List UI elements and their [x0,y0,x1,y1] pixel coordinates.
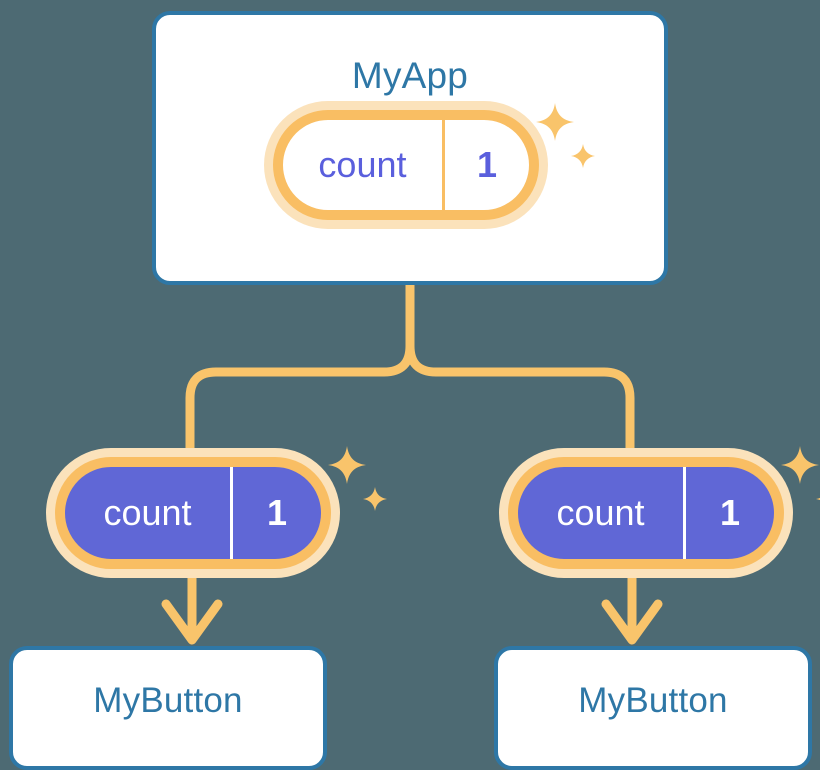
signal-pill-body[interactable]: count 1 [273,110,539,220]
signal-value: 1 [229,467,321,559]
component-card-mybutton-right[interactable]: MyButton [494,646,812,770]
sparkle-large-icon [328,446,366,484]
signal-name: count [556,492,645,533]
signal-pill-body[interactable]: count 1 [55,457,331,569]
arrow-head-right [601,599,663,645]
sparkle-small-icon [363,487,387,511]
sparkle-small-icon [816,497,820,501]
component-label: MyButton [578,681,728,720]
signal-pill-body[interactable]: count 1 [508,457,784,569]
sparkle-large-icon [536,103,574,141]
page-title: MyApp [351,55,469,96]
arrow-head-left [161,599,223,645]
connector-branch-right [405,280,635,463]
component-label: MyButton [93,681,243,720]
signal-value: 1 [682,467,774,559]
sparkle-large-icon [781,446,819,484]
signal-name: count [103,492,192,533]
sparkle-small-icon [571,144,595,168]
signal-value: 1 [441,120,529,210]
connector-branch-left [185,280,415,463]
component-card-mybutton-left[interactable]: MyButton [9,646,327,770]
signal-name: count [318,144,407,185]
